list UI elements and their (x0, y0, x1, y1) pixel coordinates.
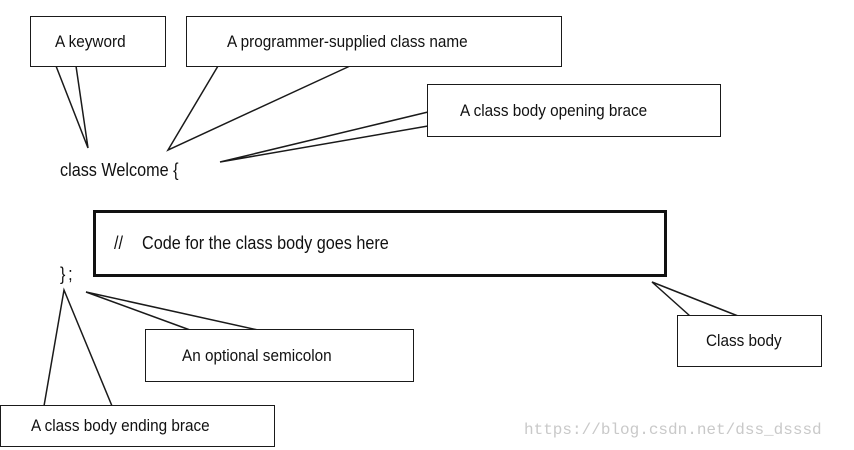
class-declaration-line: class Welcome { (60, 160, 179, 180)
comment-marker: // (114, 233, 124, 253)
closing-brace-line: }; (60, 264, 76, 284)
class-name-label: A programmer-supplied class name (227, 31, 468, 51)
ending-brace-pointer (43, 287, 114, 407)
class-body-pointer (651, 281, 739, 317)
watermark: https://blog.csdn.net/dss_dsssd (524, 421, 822, 439)
semicolon-pointer (85, 291, 259, 331)
opening-brace-label: A class body opening brace (460, 100, 648, 120)
class-body-label: Class body (706, 331, 782, 350)
semicolon-callout: An optional semicolon (145, 329, 414, 382)
keyword-callout: A keyword (30, 16, 166, 67)
class-body-text: Code for the class body goes here (142, 233, 389, 253)
ending-brace-callout: A class body ending brace (0, 405, 275, 447)
opening-brace-callout: A class body opening brace (427, 84, 721, 137)
opening-brace-pointer (219, 111, 429, 163)
ending-brace-label: A class body ending brace (31, 416, 210, 435)
keyword-label: A keyword (55, 31, 126, 51)
keyword-pointer (54, 65, 89, 149)
class-body-callout: Class body (677, 315, 822, 367)
class-name-callout: A programmer-supplied class name (186, 16, 562, 67)
class-body-box: // Code for the class body goes here (93, 210, 667, 277)
semicolon-label: An optional semicolon (182, 345, 332, 365)
